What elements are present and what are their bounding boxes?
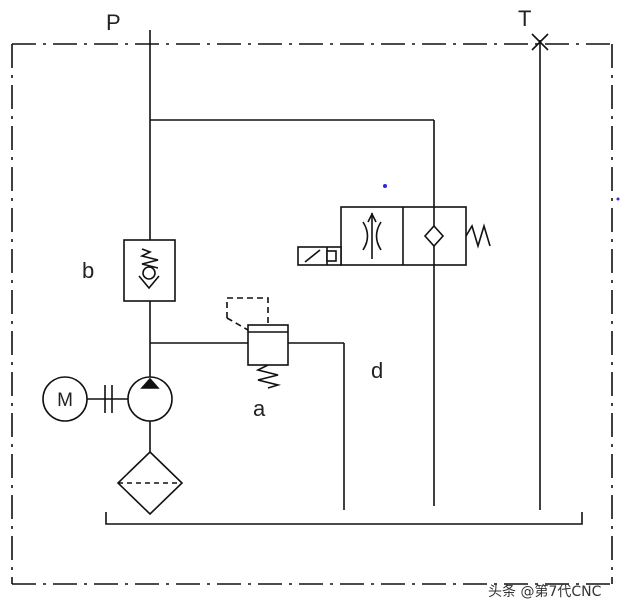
directional-valve	[297, 206, 491, 266]
check-valve-b	[123, 239, 176, 302]
marker-dot	[616, 197, 620, 201]
pump	[127, 376, 173, 452]
label-a: a	[253, 396, 266, 421]
system-boundary	[11, 43, 613, 585]
pressure-line	[149, 30, 435, 506]
reservoir	[105, 512, 583, 525]
motor-label: M	[57, 390, 73, 411]
label-p: P	[106, 10, 121, 35]
motor	[42, 376, 88, 422]
filter	[116, 450, 184, 516]
coupling	[87, 385, 128, 413]
label-t: T	[518, 6, 531, 31]
label-d: d	[371, 358, 383, 383]
marker-dot	[383, 184, 387, 188]
tank-line	[531, 33, 549, 510]
relief-valve-a	[226, 297, 345, 510]
watermark: 头条 @第7代CNC	[488, 583, 602, 600]
label-b: b	[82, 258, 94, 283]
